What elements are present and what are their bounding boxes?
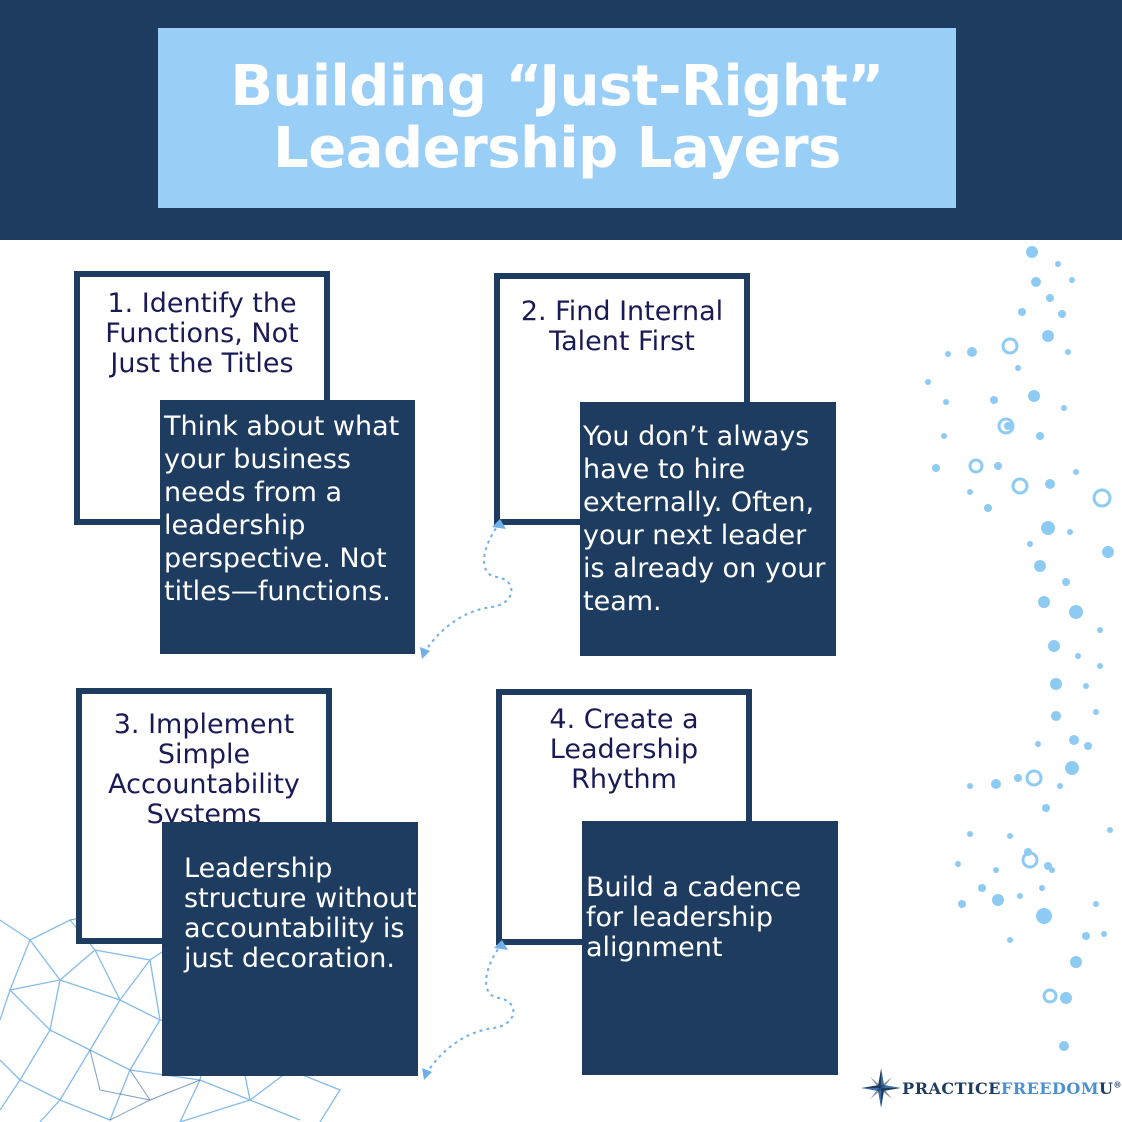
title-box: Building “Just-Right” Leadership Layers	[158, 28, 956, 208]
compass-star-icon	[861, 1068, 901, 1108]
registered-mark: ®	[1113, 1079, 1122, 1090]
step-3-body: Leadership structure without accountabil…	[184, 853, 417, 974]
step-1-card: Think about what your business needs fro…	[160, 400, 415, 654]
brand-name: PRACTICEFREEDOMU®	[902, 1079, 1122, 1098]
step-3-title-line: Simple	[157, 739, 251, 770]
dotted-arrow-icon	[420, 519, 513, 659]
step-2-body: You don’t always have to hire externally…	[583, 421, 826, 617]
brand-name-part1: PRACTICE	[902, 1078, 1001, 1098]
step-4-title: 4. Create a Leadership Rhythm	[502, 705, 746, 795]
step-3-title-line: Accountability	[108, 769, 300, 800]
step-4-card: Build a cadence for leadership alignment	[582, 821, 838, 1075]
step-1-title-line: Functions, Not	[105, 318, 299, 349]
page-title-line-1: Building “Just-Right”	[230, 54, 884, 119]
step-3-title: 3. Implement Simple Accountability Syste…	[82, 710, 326, 830]
step-4-title-line: Rhythm	[571, 764, 677, 795]
step-4-title-line: Leadership	[549, 734, 699, 765]
step-4-frame: 4. Create a Leadership Rhythm	[496, 689, 752, 945]
step-1-title: 1. Identify the Functions, Not Just the …	[80, 289, 324, 379]
step-4-title-line: 4. Create a	[549, 704, 699, 735]
step-3-title-line: 3. Implement	[113, 709, 295, 740]
step-3-card: Leadership structure without accountabil…	[162, 822, 418, 1076]
step-1-title-line: 1. Identify the	[107, 288, 297, 319]
page-title-line-2: Leadership Layers	[273, 116, 841, 181]
brand-logo: PRACTICEFREEDOMU®	[860, 1058, 1122, 1118]
brand-name-part3: U	[1099, 1078, 1114, 1098]
step-2-title-line: 2. Find Internal	[520, 296, 724, 327]
bubble-dots-decoration	[925, 246, 1114, 1051]
brand-name-part2: FREEDOM	[1000, 1078, 1100, 1098]
step-1-body: Think about what your business needs fro…	[164, 411, 400, 607]
step-2-title: 2. Find Internal Talent First	[500, 297, 744, 357]
step-2-card: You don’t always have to hire externally…	[580, 402, 836, 656]
step-4-body: Build a cadence for leadership alignment	[586, 872, 802, 963]
step-1-title-line: Just the Titles	[110, 348, 294, 379]
dotted-arrow-icon	[422, 940, 515, 1080]
step-2-title-line: Talent First	[549, 326, 695, 357]
